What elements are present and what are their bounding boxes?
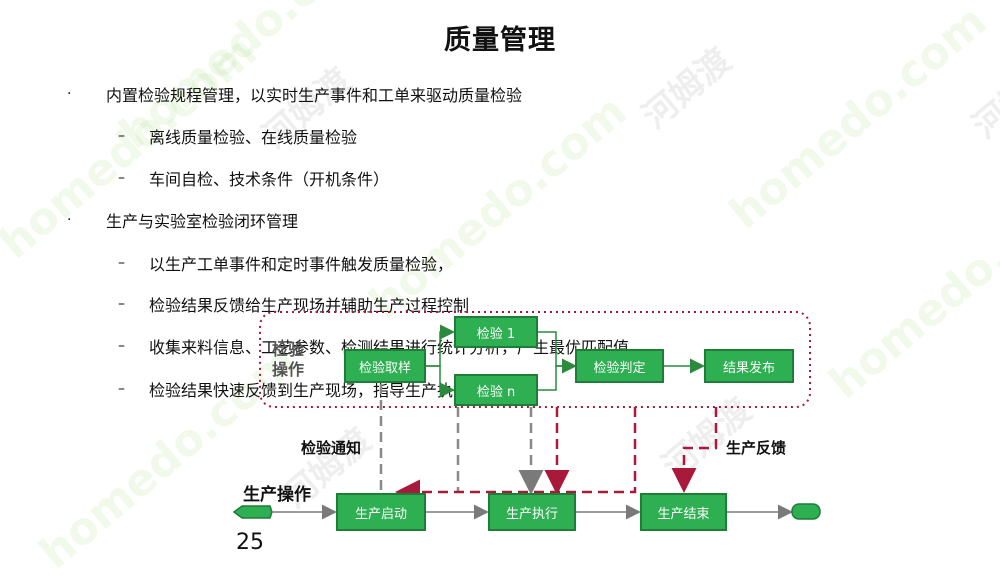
flow-start-terminal	[232, 505, 273, 519]
bullet-mark: –	[118, 381, 125, 397]
bullet-mark: –	[118, 255, 125, 271]
production-finish-box: 生产结束	[640, 493, 727, 531]
bullet-mark: –	[118, 128, 125, 144]
flow-diagram-lines	[232, 311, 821, 520]
inspection-judgement-box: 检验判定	[575, 349, 664, 383]
inspection-n-box: 检验 n	[454, 374, 538, 406]
bullet-item: 检验结果快速反馈到生产现场，指导生产执行	[149, 381, 470, 400]
production-start-box: 生产启动	[336, 493, 426, 531]
bullet-item: 内置检验规程管理，以实时生产事件和工单来驱动质量检验	[106, 86, 523, 105]
bullet-item: 检验结果反馈给生产现场并辅助生产过程控制	[149, 296, 470, 315]
bullet-mark: ·	[67, 86, 72, 102]
production-feedback-label: 生产反馈	[726, 439, 787, 457]
bullet-mark: –	[118, 170, 125, 186]
bullet-mark: ·	[67, 212, 72, 228]
bullet-item: 生产与实验室检验闭环管理	[106, 212, 299, 231]
bullet-mark: –	[118, 338, 125, 354]
inspection-notice-label: 检验通知	[301, 439, 362, 457]
inspection-1-box: 检验 1	[454, 316, 538, 348]
bullet-item: 车间自检、技术条件（开机条件）	[149, 170, 390, 189]
bullet-mark: –	[118, 296, 125, 312]
flow-end-terminal	[791, 503, 821, 520]
page-title: 质量管理	[444, 25, 556, 56]
bullet-item: 离线质量检验、在线质量检验	[149, 128, 358, 147]
production-operation-label: 生产操作	[243, 485, 311, 505]
production-execute-box: 生产执行	[488, 493, 576, 531]
inspection-sampling-box: 检验取样	[344, 349, 426, 383]
page-number: 25	[236, 530, 264, 555]
bullet-item: 以生产工单事件和定时事件触发质量检验，	[149, 255, 454, 274]
result-publish-box: 结果发布	[704, 349, 794, 383]
inspection-operation-label: 检验 操作	[272, 340, 305, 379]
inspection-container	[259, 311, 811, 408]
